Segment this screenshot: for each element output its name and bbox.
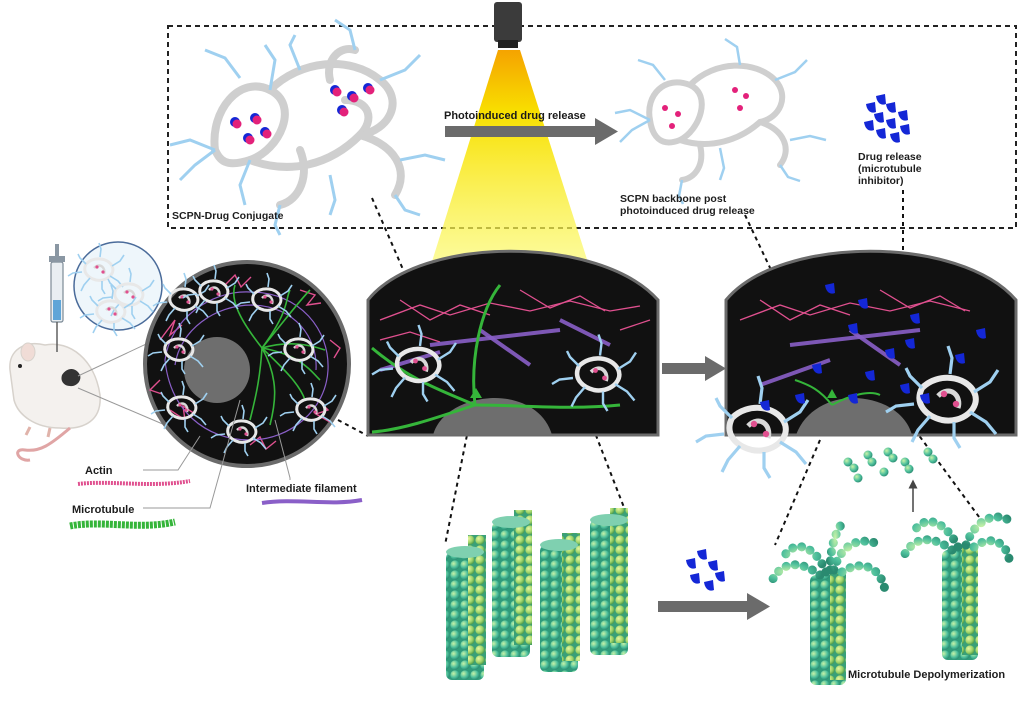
scpn-backbone-post-release bbox=[614, 37, 827, 205]
drug-release-label-line2: (microtubule bbox=[858, 163, 922, 175]
drug-release-label-line3: inhibitor) bbox=[858, 175, 904, 187]
scpn-backbone-label-line2: photoinduced drug release bbox=[620, 205, 755, 217]
cell-detail-before bbox=[366, 249, 660, 437]
legend-intermediate-filament-swatch bbox=[261, 498, 363, 505]
syringe-icon bbox=[49, 244, 65, 352]
scpn-drug-conjugate bbox=[169, 18, 446, 236]
cell-overview bbox=[143, 260, 351, 468]
depolymerizing-microtubules bbox=[765, 512, 1017, 685]
scpn-backbone-label-line1: SCPN backbone post bbox=[620, 193, 727, 205]
syringe-zoom-inset bbox=[66, 241, 163, 338]
legend-actin-label: Actin bbox=[85, 465, 113, 477]
scpn-drug-conjugate-label: SCPN-Drug Conjugate bbox=[172, 210, 284, 222]
microtubule-bundle bbox=[446, 508, 628, 680]
legend-actin-swatch bbox=[77, 479, 191, 486]
tubulin-dimer-icon bbox=[843, 447, 938, 483]
drug-release-label-line1: Drug release bbox=[858, 151, 922, 163]
legend-microtubule-label: Microtubule bbox=[72, 504, 134, 516]
light-beam bbox=[420, 50, 600, 300]
inhibitor-drug-icon bbox=[686, 549, 725, 591]
legend-leader-lines bbox=[143, 399, 291, 509]
legend-microtubule-swatch bbox=[69, 518, 176, 530]
photoinduced-release-label: Photoinduced drug release bbox=[444, 110, 586, 122]
legend-intermediate-filament-label: Intermediate filament bbox=[246, 483, 357, 495]
depolymerization-arrow bbox=[658, 593, 770, 620]
microtubule-depolymerization-label: Microtubule Depolymerization bbox=[848, 669, 1005, 681]
light-source-icon bbox=[494, 2, 522, 48]
transition-arrow bbox=[662, 356, 726, 381]
photoinduced-release-arrow bbox=[445, 118, 618, 145]
drug-molecule-icon bbox=[864, 94, 910, 143]
top-dashed-frame bbox=[167, 25, 1017, 229]
cell-detail-after bbox=[696, 249, 1018, 478]
mouse-icon bbox=[9, 342, 101, 462]
